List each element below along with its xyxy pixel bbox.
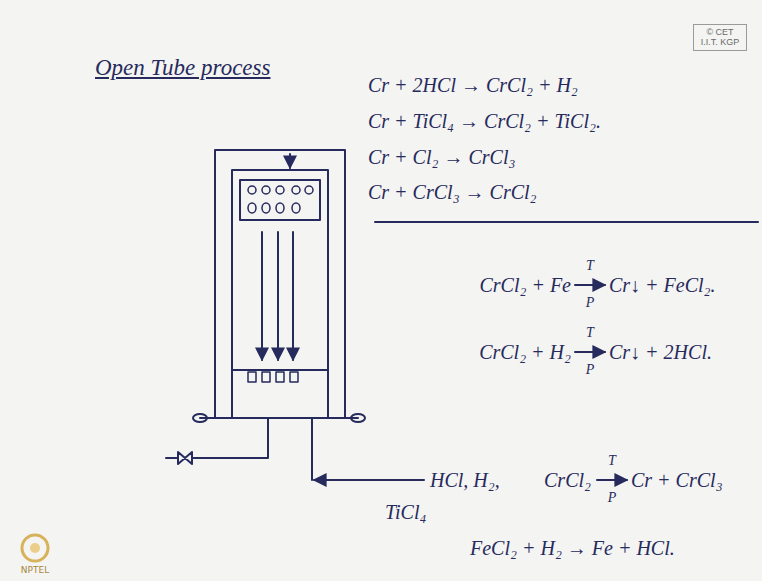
- equation-part: Cr + CrCl₃: [631, 469, 723, 491]
- inlet-pipe: [311, 418, 313, 480]
- feed-gases: HCl, H₂,: [430, 469, 500, 491]
- base-plate: [200, 417, 358, 419]
- outer-tube: [215, 150, 345, 418]
- stamp-box: © CET I.I.T. KGP: [693, 24, 747, 51]
- equation-part: Cr↓ + 2HCl.: [609, 341, 712, 363]
- condition-mark: T: [608, 453, 616, 468]
- slide-title: Open Tube process: [95, 55, 270, 80]
- equation-part: CrCl₂: [544, 469, 591, 491]
- reaction-arrow: [575, 284, 605, 286]
- valve-symbol: [178, 452, 192, 464]
- flow-arrow: [292, 232, 294, 360]
- equation: Cr + 2HCl → CrCl₂ + H₂: [368, 74, 578, 96]
- tray: [232, 369, 328, 371]
- source-pellets: [248, 186, 313, 213]
- equation: Cr + TiCl₄ → CrCl₂ + TiCl₂.: [368, 110, 601, 132]
- workpieces: [248, 372, 298, 382]
- clamp: [351, 414, 365, 422]
- feed-gases: TiCl₄: [385, 501, 426, 523]
- condition-mark: T: [586, 325, 594, 340]
- top-arrow: [289, 154, 291, 168]
- condition-mark: P: [608, 490, 617, 505]
- clamp: [193, 414, 207, 422]
- source-box: [240, 180, 320, 220]
- condition-mark: T: [586, 258, 594, 273]
- equation-part: CrCl₂ + Fe: [479, 274, 571, 296]
- condition-mark: P: [586, 295, 595, 310]
- equation: Cr + Cl₂ → CrCl₃: [368, 146, 515, 168]
- inner-tube: [232, 170, 328, 418]
- logo-text: NPTEL: [21, 566, 49, 576]
- logo-mark: [22, 535, 48, 561]
- equation-part: Cr↓ + FeCl₂.: [609, 274, 716, 296]
- flow-arrow: [261, 232, 263, 360]
- inlet-arrow: [314, 479, 424, 481]
- stamp-text: © CET I.I.T. KGP: [697, 27, 743, 48]
- divider-line: [375, 221, 758, 223]
- outlet-pipe: [166, 457, 178, 459]
- equation: Cr + CrCl₃ → CrCl₂: [368, 181, 537, 203]
- condition-mark: P: [586, 362, 595, 377]
- reaction-arrow: [597, 479, 627, 481]
- outlet-pipe: [192, 418, 268, 458]
- flow-arrow: [277, 232, 279, 360]
- reaction-arrow: [575, 351, 605, 353]
- equation-part: CrCl₂ + H₂: [479, 341, 571, 363]
- equation: FeCl₂ + H₂ → Fe + HCl.: [470, 537, 675, 559]
